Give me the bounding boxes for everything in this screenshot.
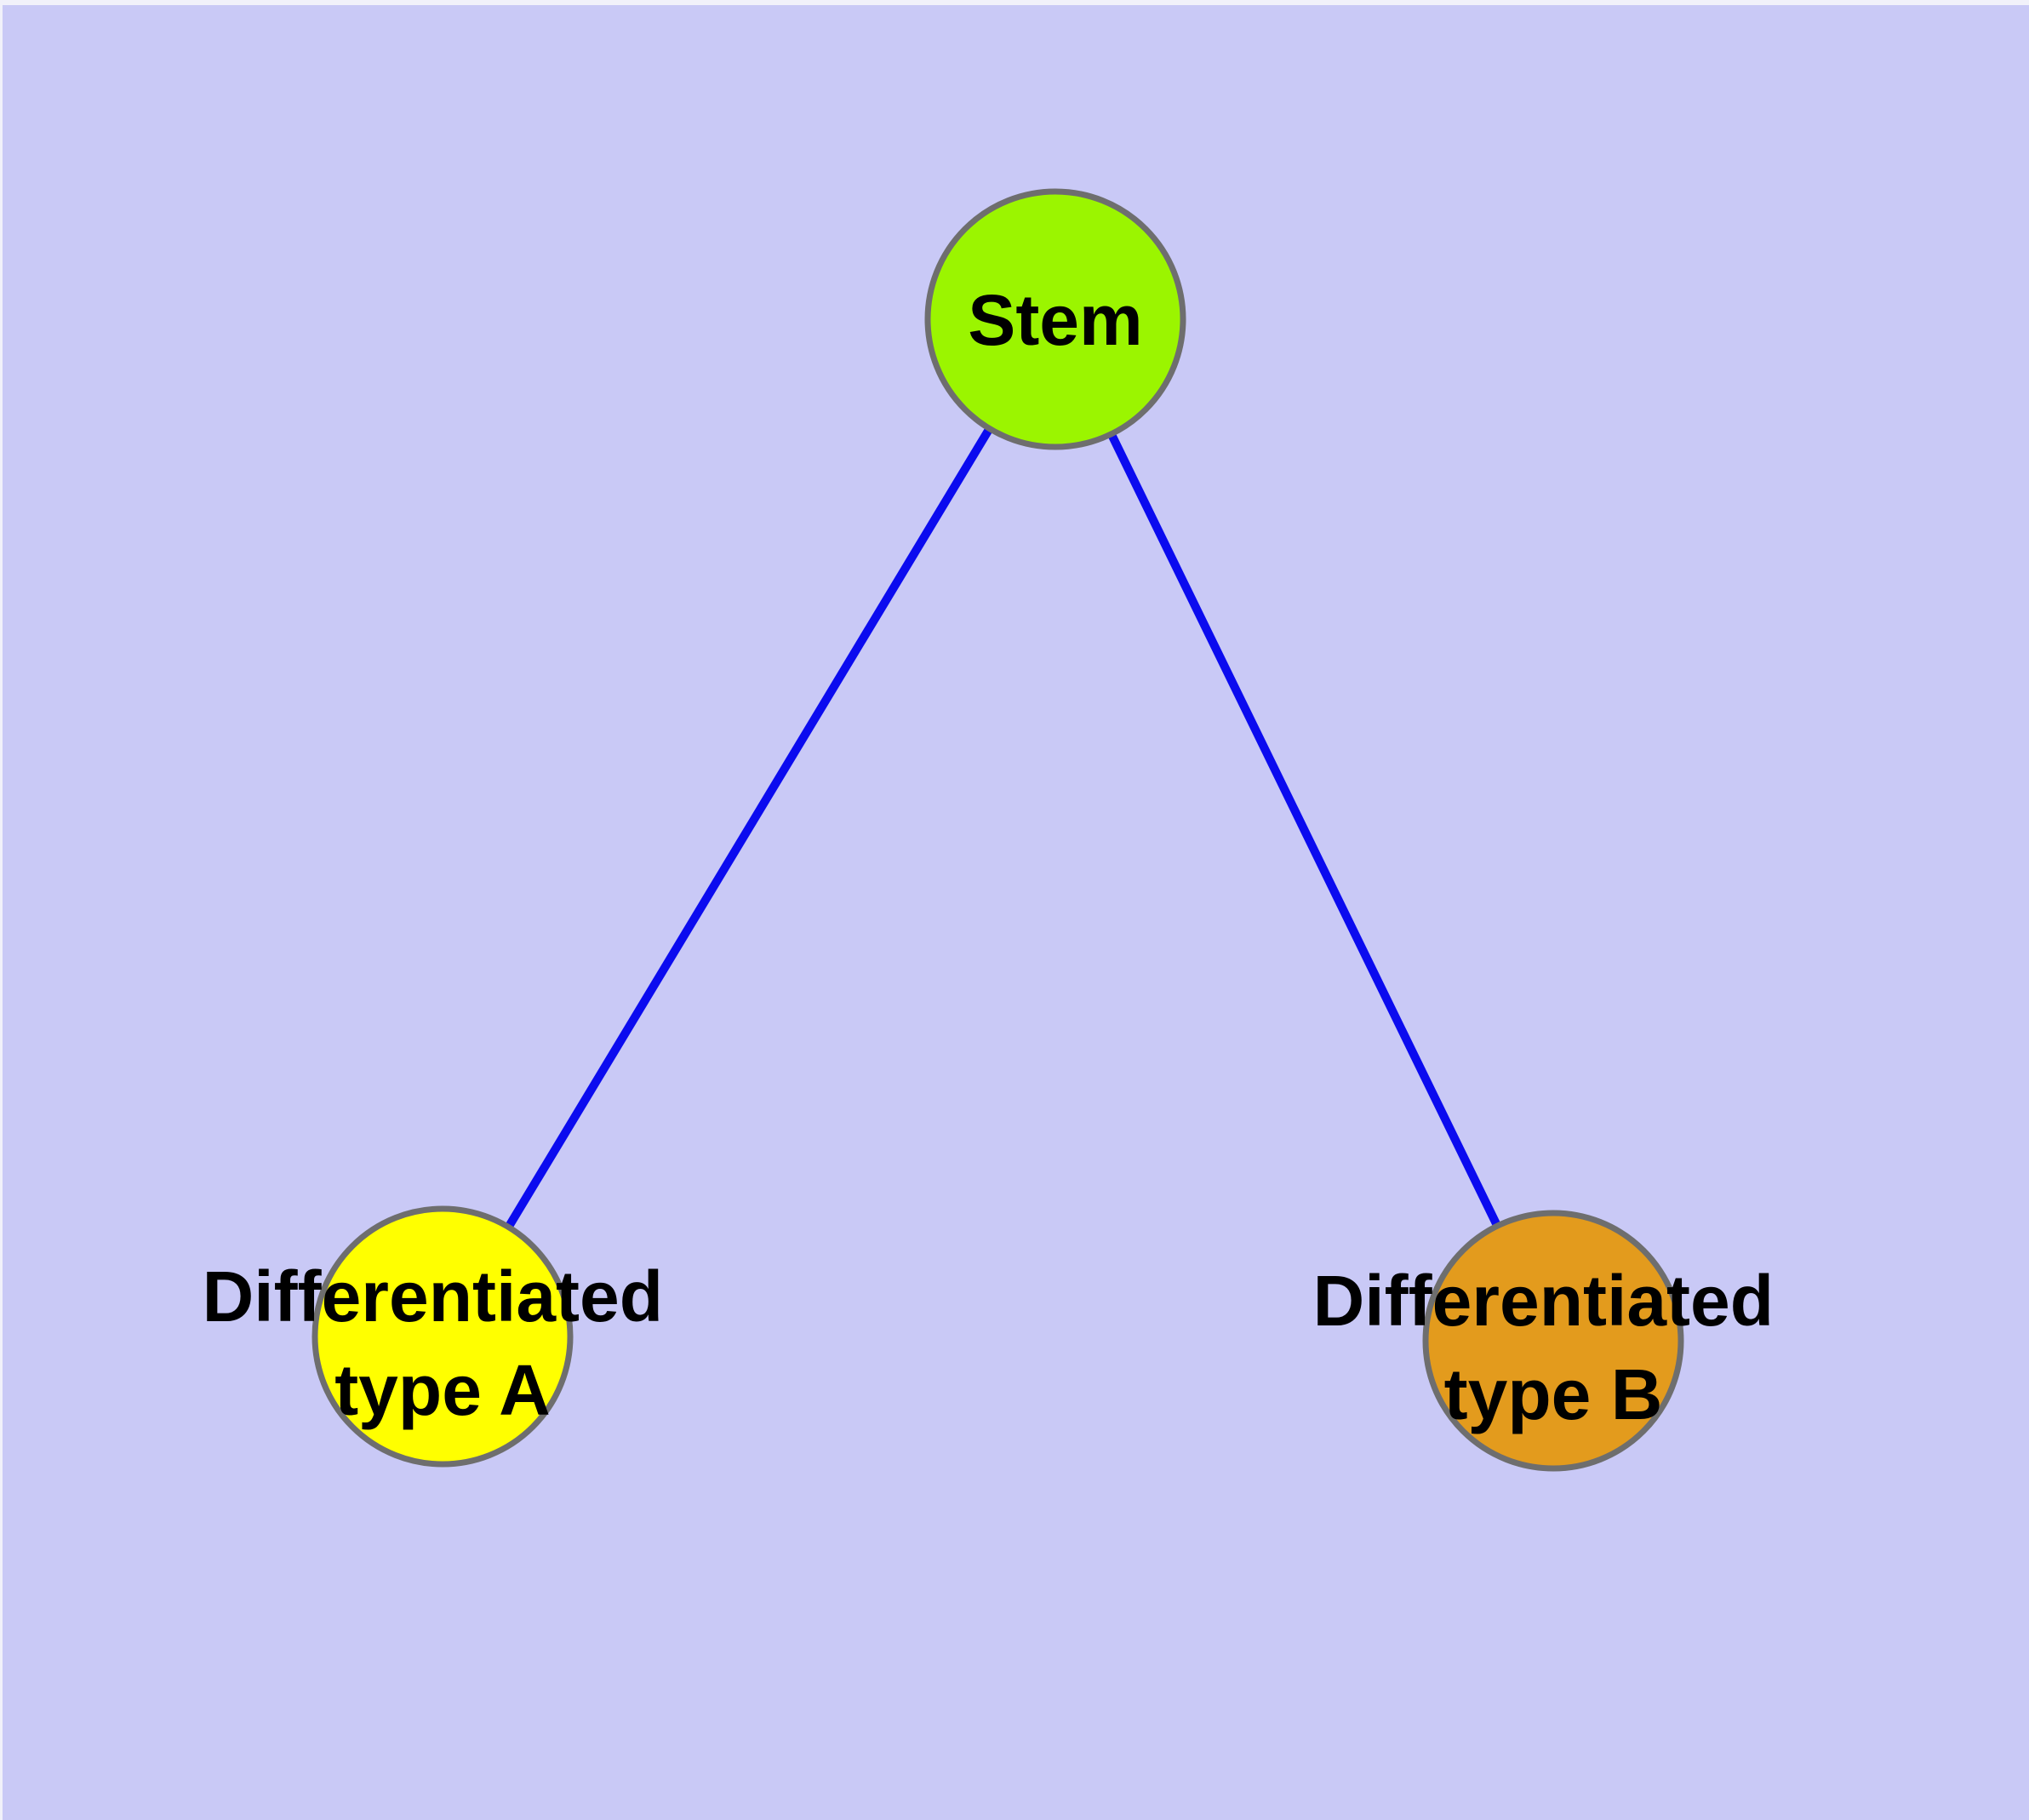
node-type-a-label-line2: type A bbox=[334, 1350, 551, 1430]
node-type-b-label-line2: type B bbox=[1444, 1354, 1663, 1434]
node-type-b-circle bbox=[1422, 1210, 1684, 1472]
node-type-a-label-line1: Differentiated bbox=[203, 1256, 663, 1336]
edge-stem-to-type-b bbox=[1051, 317, 1557, 1343]
edge-stem-to-type-a bbox=[438, 317, 1060, 1339]
node-type-b-label-line1: Differentiated bbox=[1313, 1261, 1774, 1341]
node-type-a-circle bbox=[311, 1205, 574, 1468]
node-stem-label: Stem bbox=[968, 280, 1142, 360]
node-type-b-label: Differentiated type B bbox=[1313, 1261, 1794, 1434]
node-type-a-label: Differentiated type A bbox=[203, 1256, 683, 1430]
node-stem-circle bbox=[924, 188, 1186, 450]
node-stem-label-line1: Stem bbox=[968, 280, 1142, 360]
